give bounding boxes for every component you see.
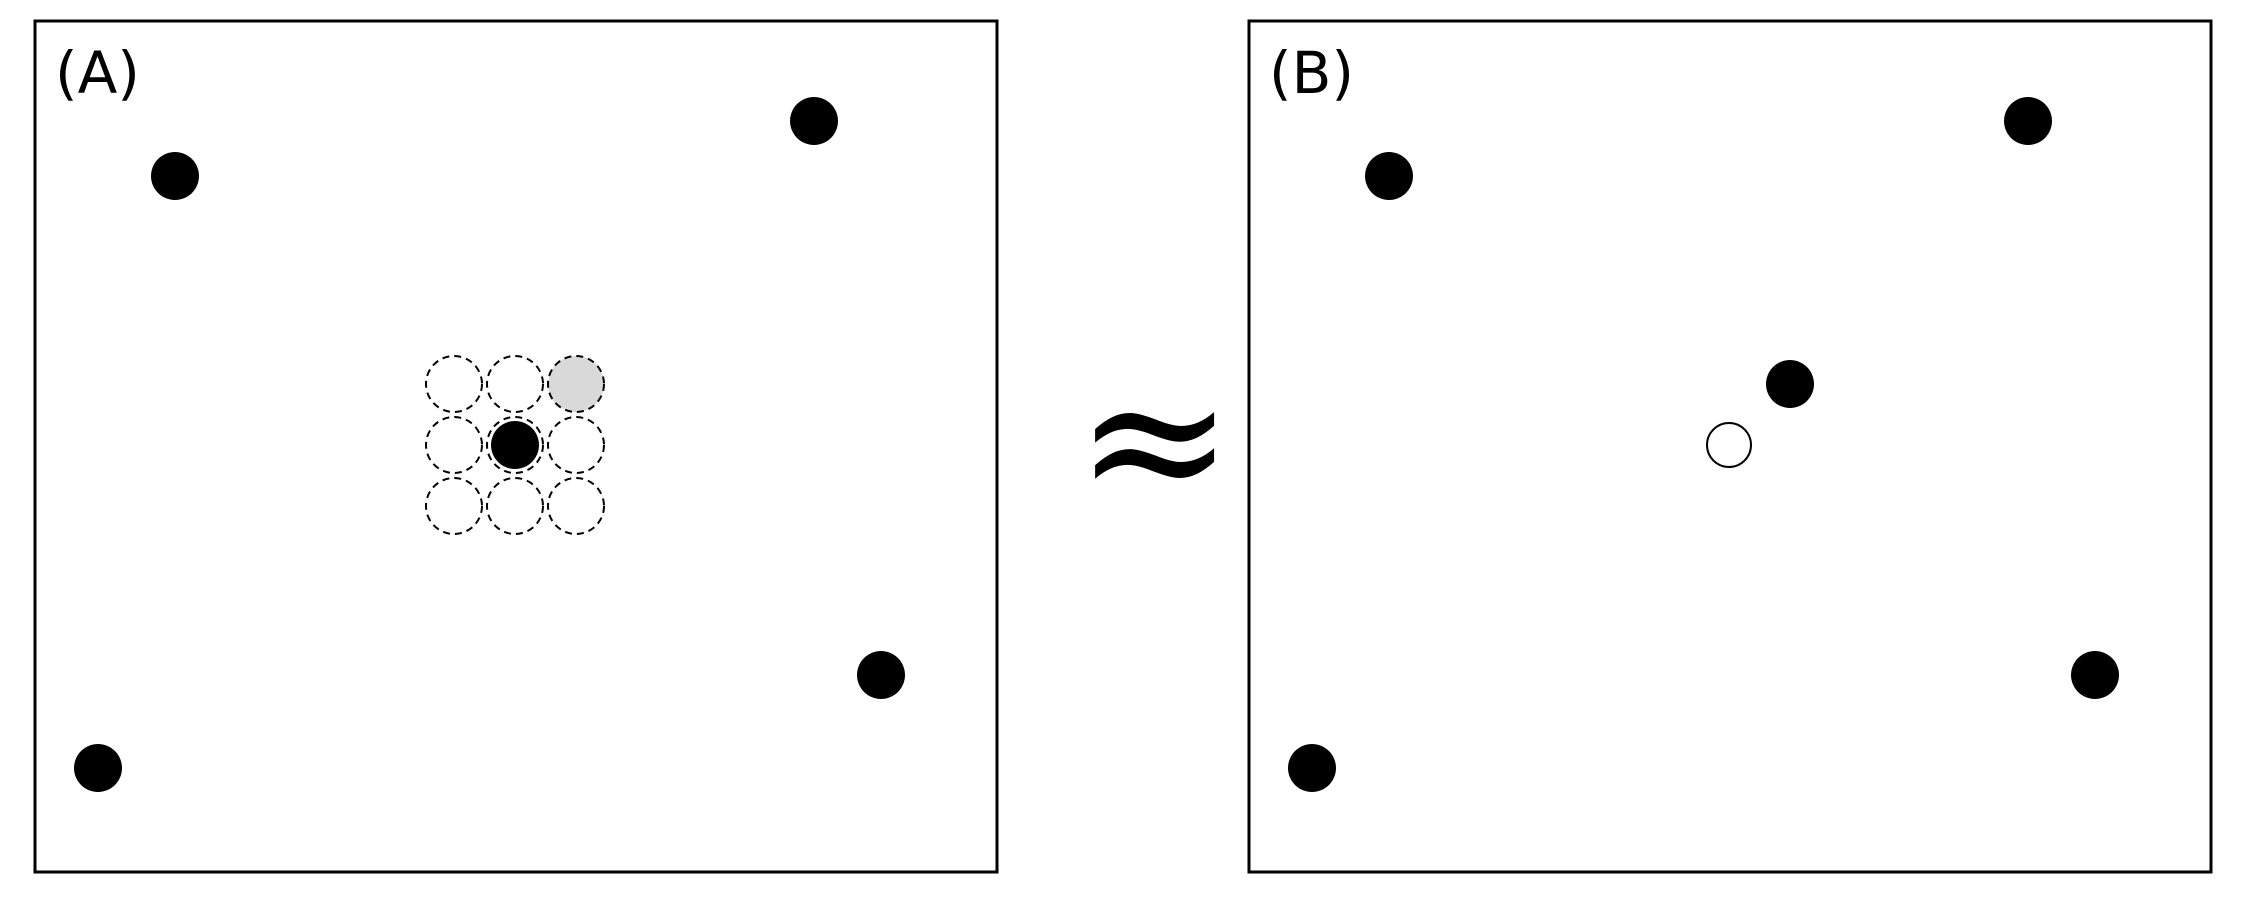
panel-b-particle-bottom-left bbox=[1288, 744, 1336, 792]
panel-b-original-position-marker bbox=[1706, 422, 1752, 468]
lattice-cell-bottom-left bbox=[425, 477, 483, 535]
lattice-cell-top-right-highlighted bbox=[547, 355, 605, 413]
lattice-cell-top-middle bbox=[486, 355, 544, 413]
lattice-cell-center bbox=[486, 416, 544, 474]
lattice-neighborhood bbox=[425, 355, 605, 535]
panel-b-particle-top-left bbox=[1365, 152, 1413, 200]
approximately-equal-symbol: ≈ bbox=[1075, 329, 1234, 550]
panel-a-particle-bottom-right bbox=[857, 651, 905, 699]
panel-a-particle-top-left bbox=[151, 152, 199, 200]
lattice-cell-top-left bbox=[425, 355, 483, 413]
panel-b-particle-top-right bbox=[2004, 97, 2052, 145]
panel-b-label: (B) bbox=[1269, 39, 1354, 107]
lattice-cell-middle-right bbox=[547, 416, 605, 474]
lattice-cell-middle-left bbox=[425, 416, 483, 474]
panel-b-particle-bottom-right bbox=[2071, 651, 2119, 699]
lattice-cell-bottom-right bbox=[547, 477, 605, 535]
panel-a: (A) bbox=[33, 19, 999, 874]
panel-b-moved-particle bbox=[1766, 360, 1814, 408]
panel-a-particle-bottom-left bbox=[74, 744, 122, 792]
panel-a-center-particle bbox=[491, 421, 539, 469]
panel-a-particle-top-right bbox=[790, 97, 838, 145]
lattice-cell-bottom-middle bbox=[486, 477, 544, 535]
panel-a-label: (A) bbox=[55, 39, 140, 107]
panel-b: (B) bbox=[1247, 19, 2213, 874]
